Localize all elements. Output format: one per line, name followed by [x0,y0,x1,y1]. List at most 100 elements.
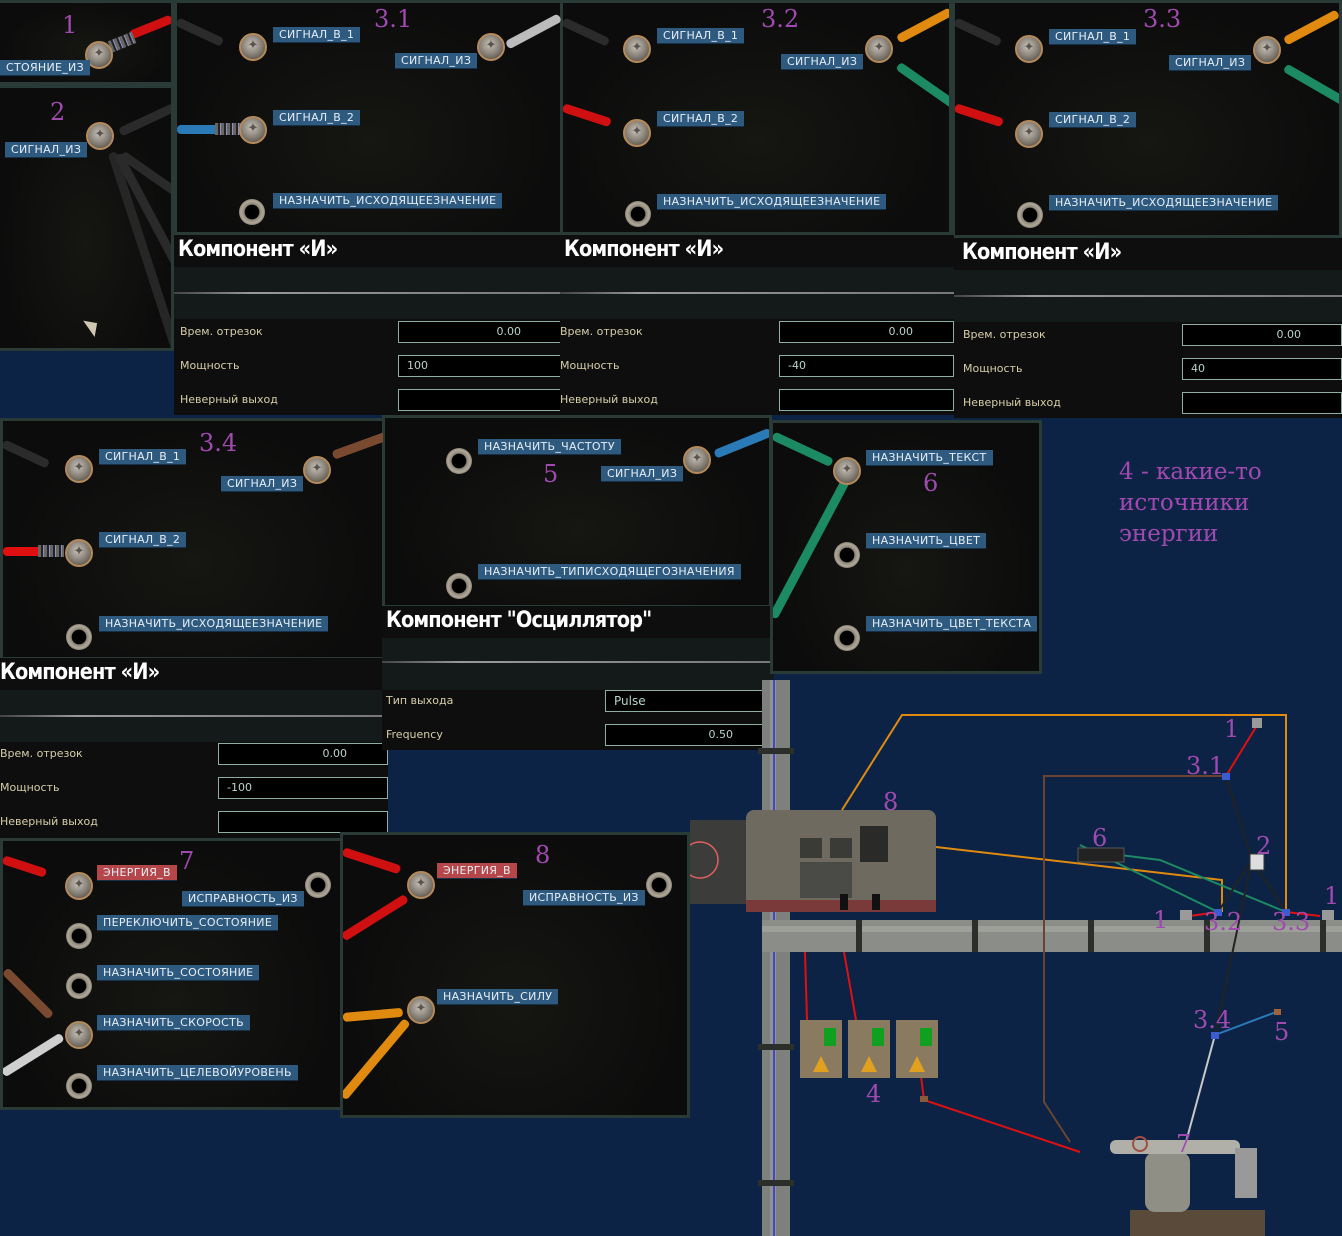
settings-title: Компонент «И» [178,237,338,262]
wire-green [895,61,949,110]
map-label-5: 5 [1274,1018,1290,1046]
relay-object [1249,853,1265,871]
connection-screw-icon[interactable] [623,35,651,63]
map-label-1: 1 [1153,906,1169,934]
wire-dark [563,17,611,47]
power-input[interactable]: 100 [398,355,562,377]
setting-row: Мощность 40 [954,358,1342,382]
pin-label: СИГНАЛ_ИЗ [395,53,478,68]
setting-label: Мощность [963,362,1023,375]
empty-socket-icon[interactable] [66,973,92,999]
wire-red-5 [843,951,857,1021]
wire-orange [343,1018,411,1101]
wire-orange [1282,9,1339,46]
connection-screw-icon[interactable] [1015,120,1043,148]
setting-label: Врем. отрезок [0,747,83,760]
text-display-object [1077,847,1125,863]
setting-label: Неверный выход [0,815,98,828]
settings-title: Компонент "Осциллятор" [386,608,652,633]
time-slice-input[interactable]: 0.00 [1182,324,1342,346]
map-label-3-1: 3.1 [1186,752,1225,780]
empty-socket-icon[interactable] [834,625,860,651]
wire-red [3,855,48,878]
connection-screw-icon[interactable] [1015,35,1043,63]
connection-screw-icon[interactable] [239,33,267,61]
wire-red-4 [804,951,808,1021]
power-input[interactable]: -100 [218,777,388,799]
output-type-dropdown[interactable]: Pulse [605,690,774,712]
connection-screw-icon[interactable] [65,539,93,567]
connection-screw-icon[interactable] [239,116,267,144]
pin-label: СИГНАЛ_ИЗ [1169,55,1252,70]
connection-screw-icon[interactable] [477,33,505,61]
connection-screw-icon[interactable] [65,1021,93,1049]
connection-screw-icon[interactable] [865,35,893,63]
empty-socket-icon[interactable] [1017,202,1043,228]
time-slice-input[interactable]: 0.00 [218,743,388,765]
time-slice-input[interactable]: 0.00 [779,321,954,343]
panel-number: 8 [535,841,551,869]
pin-label: НАЗНАЧИТЬ_ЧАСТОТУ [478,439,621,454]
wire-red-1 [1225,726,1257,777]
wire-red-6 [917,1051,1081,1153]
empty-socket-icon[interactable] [66,1073,92,1099]
pump-object [1110,1136,1265,1236]
empty-socket-icon[interactable] [305,872,331,898]
connection-screw-icon[interactable] [86,122,114,150]
empty-socket-icon[interactable] [446,573,472,599]
time-slice-input[interactable]: 0.00 [398,321,562,343]
connection-screw-icon[interactable] [65,872,93,900]
empty-socket-icon[interactable] [834,542,860,568]
false-output-input[interactable] [218,811,388,833]
pin-label: ПЕРЕКЛЮЧИТЬ_СОСТОЯНИЕ [97,915,279,930]
map-label-7: 7 [1176,1130,1192,1158]
wire-red [343,847,402,875]
connection-screw-icon[interactable] [65,455,93,483]
empty-socket-icon[interactable] [446,448,472,474]
connection-screw-icon[interactable] [407,996,435,1024]
wire-dark [1225,775,1253,861]
divider [954,295,1342,297]
and-chip-3-3 [1282,909,1290,916]
connection-screw-icon[interactable] [407,871,435,899]
setting-row: Неверный выход [174,389,562,413]
false-output-input[interactable] [1182,392,1342,414]
connection-screw-icon[interactable] [303,456,331,484]
battery-group [800,1020,938,1078]
empty-socket-icon[interactable] [66,624,92,650]
connection-screw-icon[interactable] [683,446,711,474]
engine-object [690,810,936,912]
empty-socket-icon[interactable] [625,201,651,227]
map-label-8: 8 [883,788,899,816]
empty-socket-icon[interactable] [66,923,92,949]
panel-3-2-and: 3.2 СИГНАЛ_В_1 СИГНАЛ_ИЗ СИГНАЛ_В_2 НАЗН… [560,0,952,235]
panel-3-1-and: 3.1 СИГНАЛ_В_1 СИГНАЛ_ИЗ СИГНАЛ_В_2 НАЗН… [174,0,564,235]
wire-orange-top [841,714,1287,910]
power-input[interactable]: -40 [779,355,954,377]
panel-number: 1 [62,11,78,39]
setting-label: Тип выхода [386,694,454,707]
connection-screw-icon[interactable] [1253,36,1281,64]
connection-screw-icon[interactable] [833,457,861,485]
empty-socket-icon[interactable] [646,872,672,898]
false-output-input[interactable] [779,389,954,411]
setting-label: Frequency [386,728,443,741]
wire-dark [1217,859,1253,913]
setting-label: Неверный выход [963,396,1061,409]
setting-row: Врем. отрезок 0.00 [0,743,388,767]
wire-brown [3,967,55,1020]
map-label-1: 1 [1324,882,1340,910]
and-chip-3-2 [1214,909,1222,916]
note-line: 4 - какие-то [1119,459,1262,485]
empty-socket-icon[interactable] [239,199,265,225]
map-label-1: 1 [1224,715,1240,743]
connection-screw-icon[interactable] [623,119,651,147]
pin-label: НАЗНАЧИТЬ_ИСХОДЯЩЕЕЗНАЧЕНИЕ [99,616,329,631]
wire-red-3 [1285,911,1321,917]
false-output-input[interactable] [398,389,562,411]
wire-dark [955,17,1003,47]
junction-box [920,1096,928,1102]
power-input[interactable]: 40 [1182,358,1342,380]
